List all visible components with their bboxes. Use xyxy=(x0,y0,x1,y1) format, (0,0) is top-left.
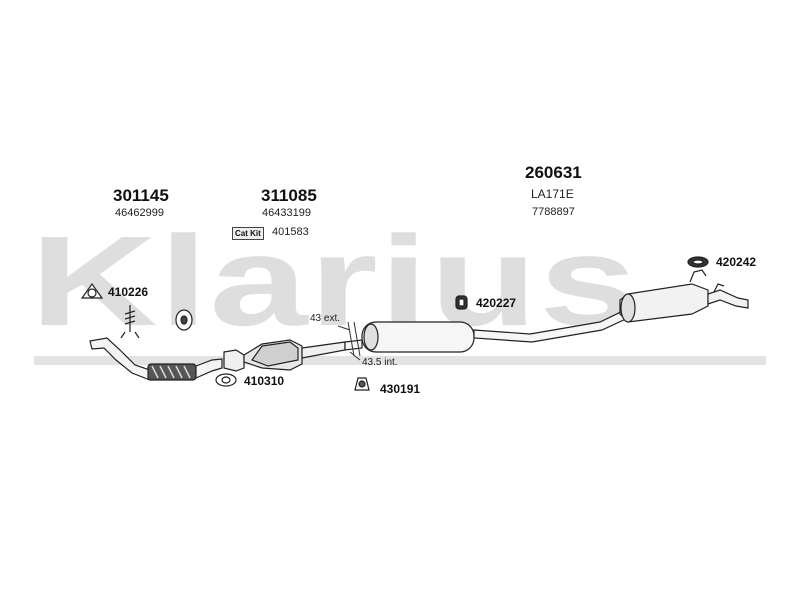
catalyst-oe-ref: 46433199 xyxy=(262,207,311,219)
rear-section-part-number: 260631 xyxy=(525,163,582,182)
clamp-410226-label: 410226 xyxy=(108,285,149,299)
dimension-ext: 43 ext. xyxy=(310,313,341,324)
clamp-430191-icon[interactable] xyxy=(354,377,370,391)
watermark-underline xyxy=(34,356,766,365)
front-pipe-oe-ref: 46462999 xyxy=(115,207,164,219)
flange-ring-drawing[interactable] xyxy=(175,309,193,331)
rear-section-ref-2: 7788897 xyxy=(532,206,575,218)
dimension-leaders xyxy=(337,321,361,361)
clamp-410226-icon[interactable] xyxy=(80,282,104,299)
dimension-int: 43.5 int. xyxy=(362,357,398,368)
clamp-420227-icon[interactable] xyxy=(455,295,468,310)
brand-watermark: Klarius xyxy=(30,210,639,353)
clamp-410310-label: 410310 xyxy=(244,374,285,388)
clamp-420242-icon[interactable] xyxy=(687,256,709,268)
catalyst-part-number: 311085 xyxy=(261,186,317,205)
cat-kit-badge: Cat Kit xyxy=(232,227,264,240)
rear-silencer-drawing[interactable] xyxy=(619,269,749,323)
spring-bolt-drawing[interactable] xyxy=(120,305,140,339)
front-pipe-drawing[interactable] xyxy=(89,337,223,381)
clamp-410310-icon[interactable] xyxy=(215,373,237,387)
front-pipe-part-number: 301145 xyxy=(113,186,169,205)
catalyst-drawing[interactable] xyxy=(223,339,346,372)
catalyst-kit-ref: 401583 xyxy=(272,226,309,238)
rear-section-ref-1: LA171E xyxy=(531,187,574,201)
middle-silencer-drawing[interactable] xyxy=(344,309,629,353)
clamp-420242-label: 420242 xyxy=(716,255,757,269)
clamp-420227-label: 420227 xyxy=(476,296,517,310)
clamp-430191-label: 430191 xyxy=(380,382,421,396)
